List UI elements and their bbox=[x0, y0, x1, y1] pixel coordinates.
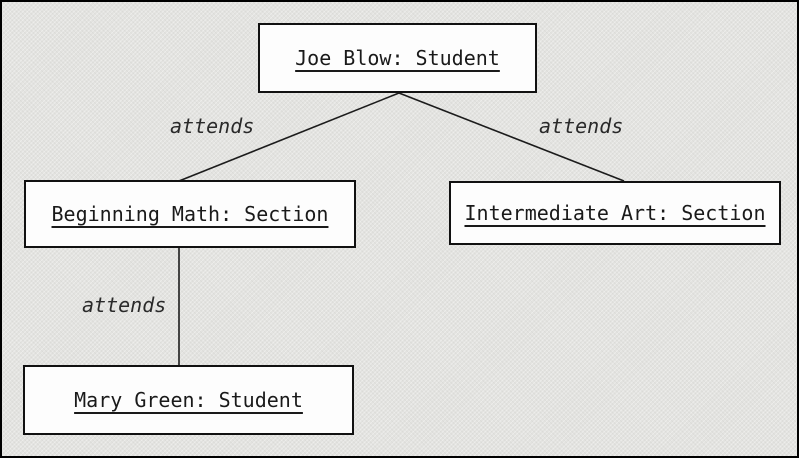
edge-label-attends-left: attends bbox=[170, 114, 255, 138]
object-node-label: Intermediate Art: Section bbox=[464, 201, 766, 225]
connector-joe-to-intermediate-art bbox=[398, 92, 625, 182]
object-node-label: Joe Blow: Student bbox=[295, 46, 500, 70]
object-node-label: Beginning Math: Section bbox=[51, 202, 329, 226]
connector-joe-to-beginning-math bbox=[178, 92, 400, 182]
object-node-mary-green: Mary Green: Student bbox=[23, 365, 354, 435]
object-node-beginning-math: Beginning Math: Section bbox=[24, 180, 356, 248]
object-node-label: Mary Green: Student bbox=[74, 388, 303, 412]
object-node-intermediate-art: Intermediate Art: Section bbox=[449, 181, 781, 245]
object-node-joe-blow: Joe Blow: Student bbox=[258, 23, 537, 93]
edge-label-attends-right: attends bbox=[539, 114, 624, 138]
edge-label-attends-bottom: attends bbox=[82, 293, 167, 317]
